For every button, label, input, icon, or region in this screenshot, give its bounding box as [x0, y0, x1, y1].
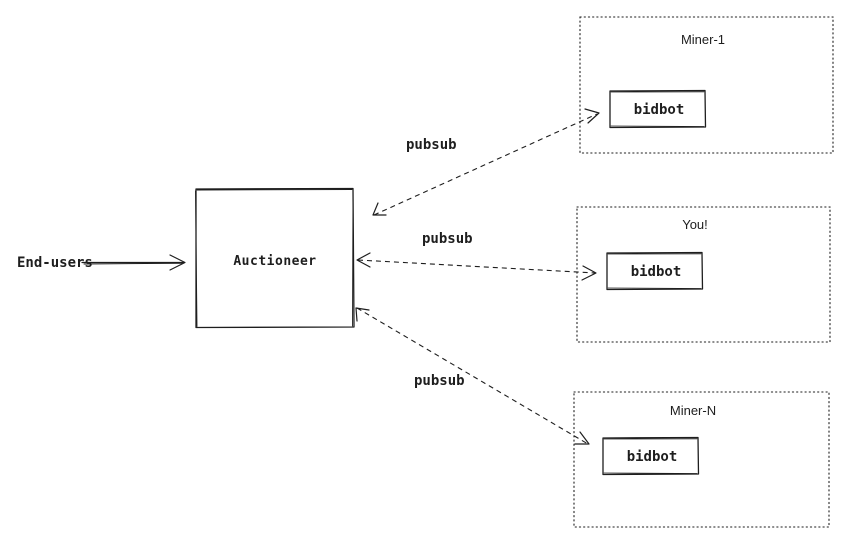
miner-1-container: Miner-1 bidbot — [579, 16, 834, 154]
you-bidbot: bidbot — [606, 251, 704, 291]
auctioneer-node: Auctioneer — [195, 187, 355, 329]
auctioneer-label: Auctioneer — [233, 254, 316, 269]
you-boundary — [576, 206, 831, 343]
miner-n-bidbot-label: bidbot — [627, 449, 678, 465]
miner-1-boundary — [579, 16, 834, 154]
miner-n-title: Miner-N — [670, 403, 716, 418]
end-users-node: End-users — [17, 255, 93, 271]
miner-n-boundary — [573, 391, 830, 528]
pubsub-label-miner-n: pubsub — [414, 373, 465, 389]
miner-1-bidbot: bidbot — [609, 89, 707, 129]
miner-1-bidbot-label: bidbot — [634, 102, 685, 118]
pubsub-edge-miner-1: pubsub — [372, 108, 600, 216]
pubsub-label-you: pubsub — [422, 231, 473, 247]
miner-n-container: Miner-N bidbot — [573, 391, 830, 528]
end-users-arrow — [81, 254, 186, 271]
end-users-label: End-users — [17, 255, 93, 271]
pubsub-label-miner-1: pubsub — [406, 137, 457, 153]
miner-n-bidbot: bidbot — [602, 436, 700, 476]
you-title: You! — [682, 217, 708, 232]
you-bidbot-label: bidbot — [631, 264, 682, 280]
pubsub-edge-miner-n: pubsub — [355, 307, 590, 445]
you-container: You! bidbot — [576, 206, 831, 343]
pubsub-edge-you: pubsub — [356, 231, 597, 281]
miner-1-title: Miner-1 — [681, 32, 725, 47]
